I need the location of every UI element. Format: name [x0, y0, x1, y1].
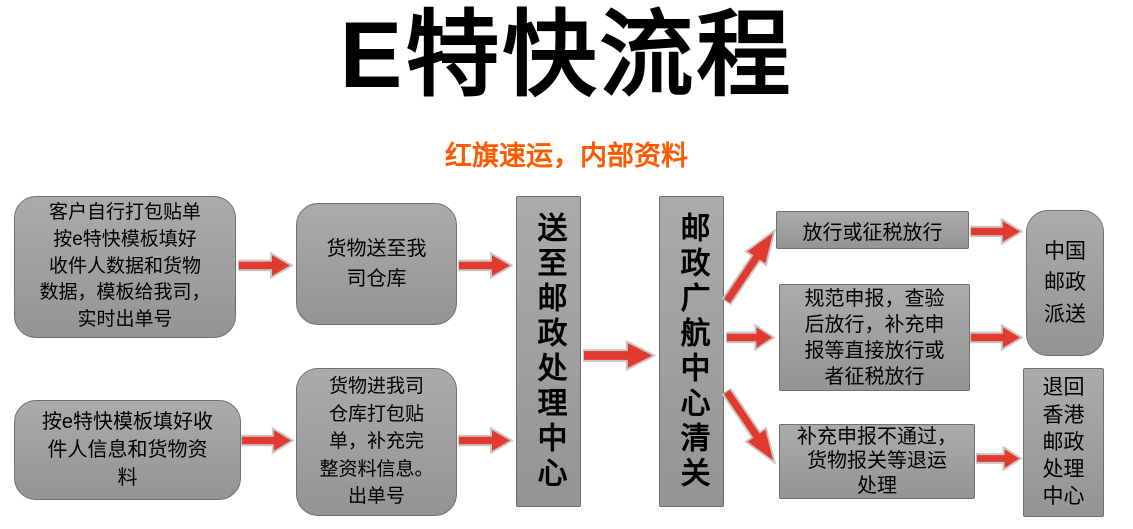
flow-box-customs-clearance: 邮政广航中心清关 [659, 196, 724, 507]
page-title: E特快流程 [339, 2, 794, 107]
flow-box-template-fill: 按e特快模板填好收 件人信息和货物资 料 [14, 400, 241, 500]
flow-box-release: 放行或征税放行 [776, 211, 969, 249]
flow-box-customer-self-pack: 客户自行打包贴单 按e特快模板填好 收件人数据和货物 数据，模板给我司， 实时出… [14, 196, 236, 338]
flow-box-goods-into-warehouse: 货物进我司 仓库打包贴 单，补充完 整资料信息。 出单号 [296, 368, 457, 516]
page-subtitle: 红旗速运，内部资料 [445, 141, 688, 171]
flow-box-goods-to-warehouse: 货物送至我 司仓库 [296, 203, 457, 325]
arrow-customs-to-fail [715, 383, 787, 471]
flow-box-postal-processing-center: 送至邮政处理中心 [516, 196, 581, 507]
arrow-customer-to-warehouse [238, 252, 293, 279]
arrow-release-to-chinapost [970, 218, 1023, 245]
flow-box-return-hk: 退回 香港 邮政 处理 中心 [1023, 368, 1104, 517]
flow-box-declare-fail: 补充申报不通过， 货物报关等退运 处理 [779, 424, 975, 499]
arrow-postal-to-customs [583, 340, 656, 371]
arrow-declare-to-chinapost [970, 324, 1023, 351]
arrow-customs-to-declare [726, 324, 775, 351]
arrow-fail-to-returnhk [976, 446, 1022, 471]
arrow-pack-to-postal [458, 427, 513, 454]
flow-box-china-post-delivery: 中国 邮政 派送 [1026, 210, 1104, 356]
arrow-customs-to-release [715, 221, 787, 309]
arrow-warehouse-to-postal [458, 252, 513, 279]
flow-box-declare-release: 规范申报，查验 后放行，补充申 报等直接放行或 者征税放行 [779, 284, 970, 391]
arrow-template-to-pack [241, 427, 294, 454]
